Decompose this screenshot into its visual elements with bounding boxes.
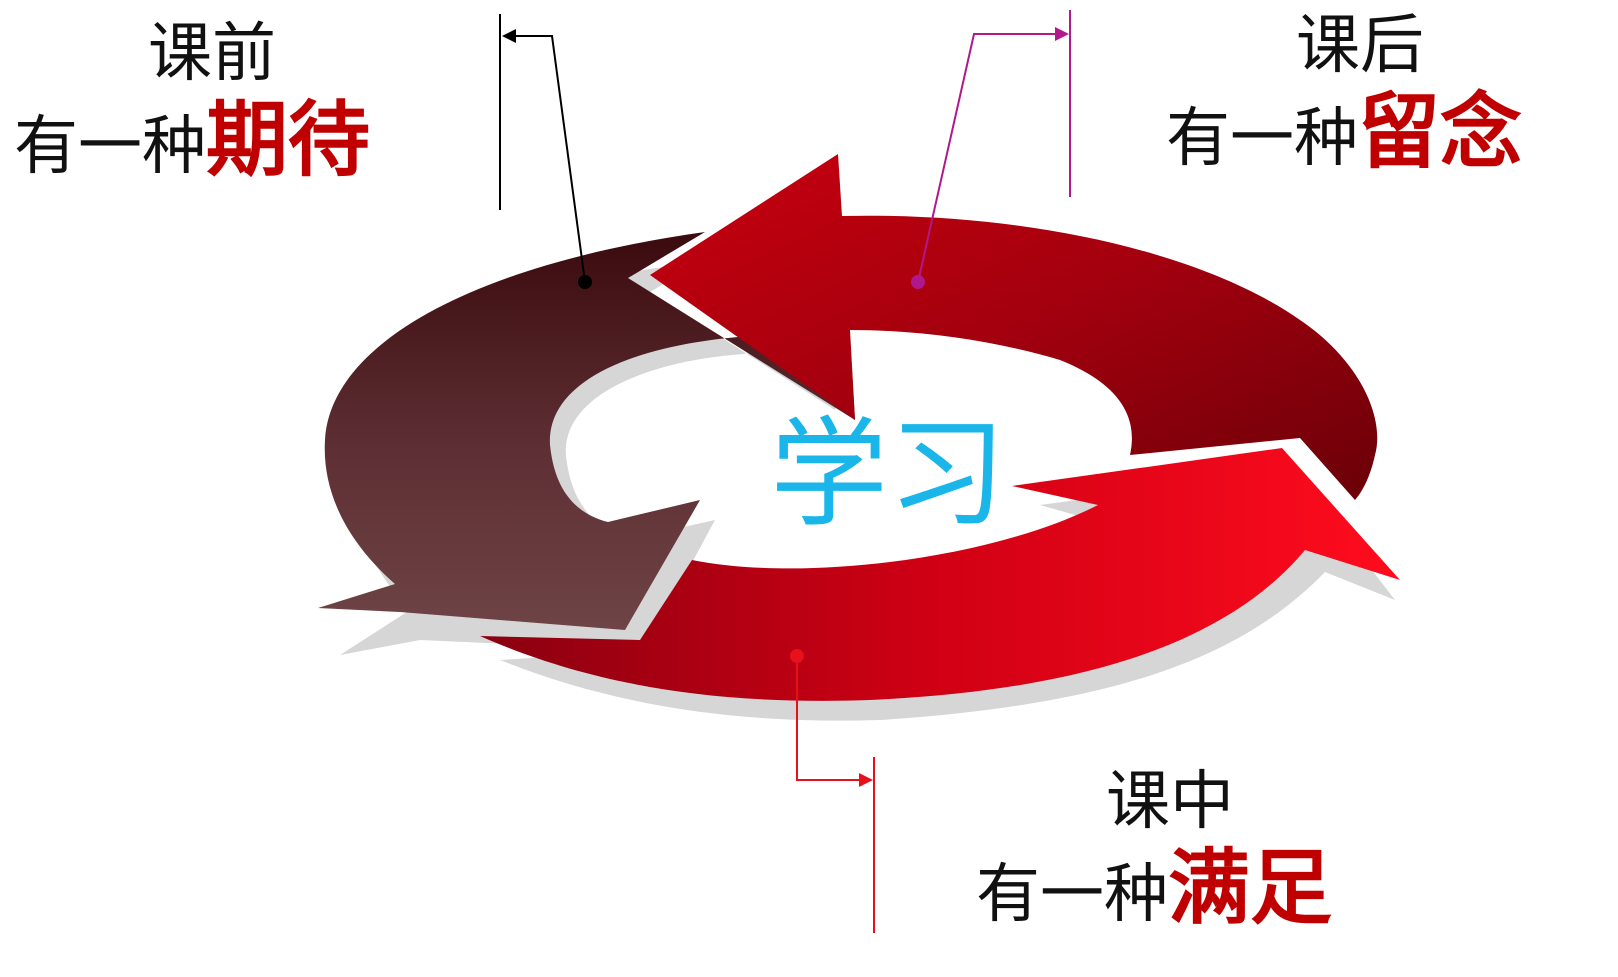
- before-arrow: [318, 232, 855, 630]
- during-emphasis: 满足: [1168, 841, 1333, 936]
- after-phrase: 有一种留念: [1166, 92, 1522, 174]
- before-title: 课前: [148, 17, 276, 91]
- during-title: 课中: [1106, 765, 1234, 839]
- after-label: 课后 有一种留念: [1166, 14, 1522, 174]
- after-prefix: 有一种: [1166, 102, 1358, 176]
- before-prefix: 有一种: [14, 110, 206, 184]
- after-title: 课后: [1296, 9, 1424, 83]
- before-emphasis: 期待: [206, 93, 371, 188]
- during-callout: [790, 649, 875, 933]
- before-phrase: 有一种期待: [14, 100, 370, 182]
- after-callout: [911, 10, 1071, 289]
- center-label: 学习: [770, 405, 1007, 543]
- after-emphasis: 留念: [1358, 85, 1523, 180]
- before-label: 课前 有一种期待: [14, 22, 370, 182]
- after-arrow: [650, 154, 1378, 500]
- before-callout: [499, 14, 592, 289]
- during-phrase: 有一种满足: [976, 848, 1332, 930]
- during-prefix: 有一种: [976, 858, 1168, 932]
- during-label: 课中 有一种满足: [976, 770, 1332, 930]
- during-arrow: [480, 448, 1400, 701]
